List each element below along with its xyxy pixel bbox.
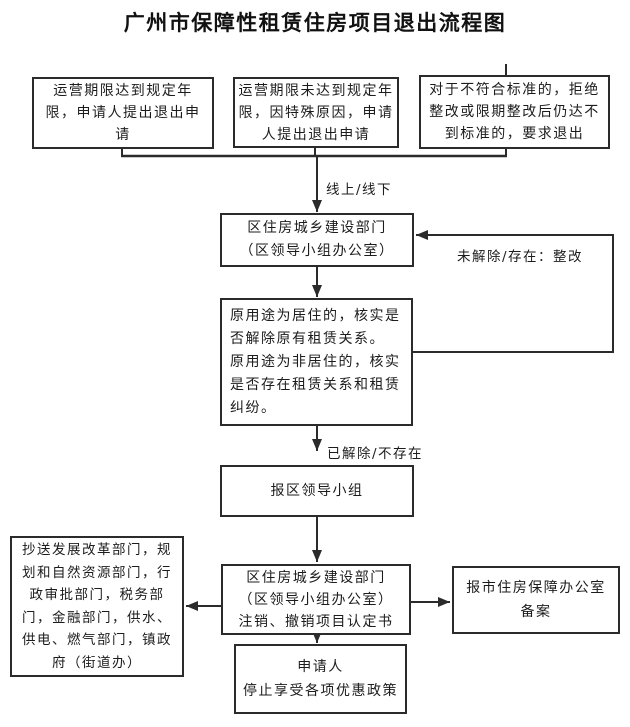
node-not-reach-term: 运营期限未达到规定年 限，因特殊原因，申请 人提出退出申请 [233, 77, 399, 148]
edge-label-not-resolved: 未解除/存在：整改 [457, 249, 584, 265]
node-not-meet-standard: 对于不符合标准的，拒绝 整改或限期整改后仍达不 到标准的，要求退出 [419, 75, 610, 149]
node-applicant-stop: 申请人 停止享受各项优惠政策 [234, 644, 407, 714]
node-city-filing: 报市住房保障办公室 备案 [452, 566, 620, 634]
edge-label-resolved: 已解除/不存在 [327, 446, 424, 462]
flowchart-title: 广州市保障性租赁住房项目退出流程图 [123, 11, 507, 35]
edge-label-channel: 线上/线下 [326, 182, 393, 198]
connector-feedback-rectify [412, 230, 614, 353]
node-district-dept: 区住房城乡建设部门 （区领导小组办公室） [220, 213, 414, 267]
node-report-lead-group: 报区领导小组 [220, 465, 414, 517]
node-verify-lease: 原用途为居住的，核实是 否解除原有租赁关系。 原用途为非居住的，核实 是否存在租… [220, 298, 413, 426]
node-cancel-certificate: 区住房城乡建设部门 （区领导小组办公室） 注销、撤销项目认定书 [221, 564, 411, 635]
node-copy-to-departments: 抄送发展改革部门，规 划和自然资源部门，行 政审批部门，税务部 门，金融部门，供… [10, 536, 184, 677]
node-reach-term: 运营期限达到规定年 限，申请人提出退出申 请 [32, 77, 214, 149]
